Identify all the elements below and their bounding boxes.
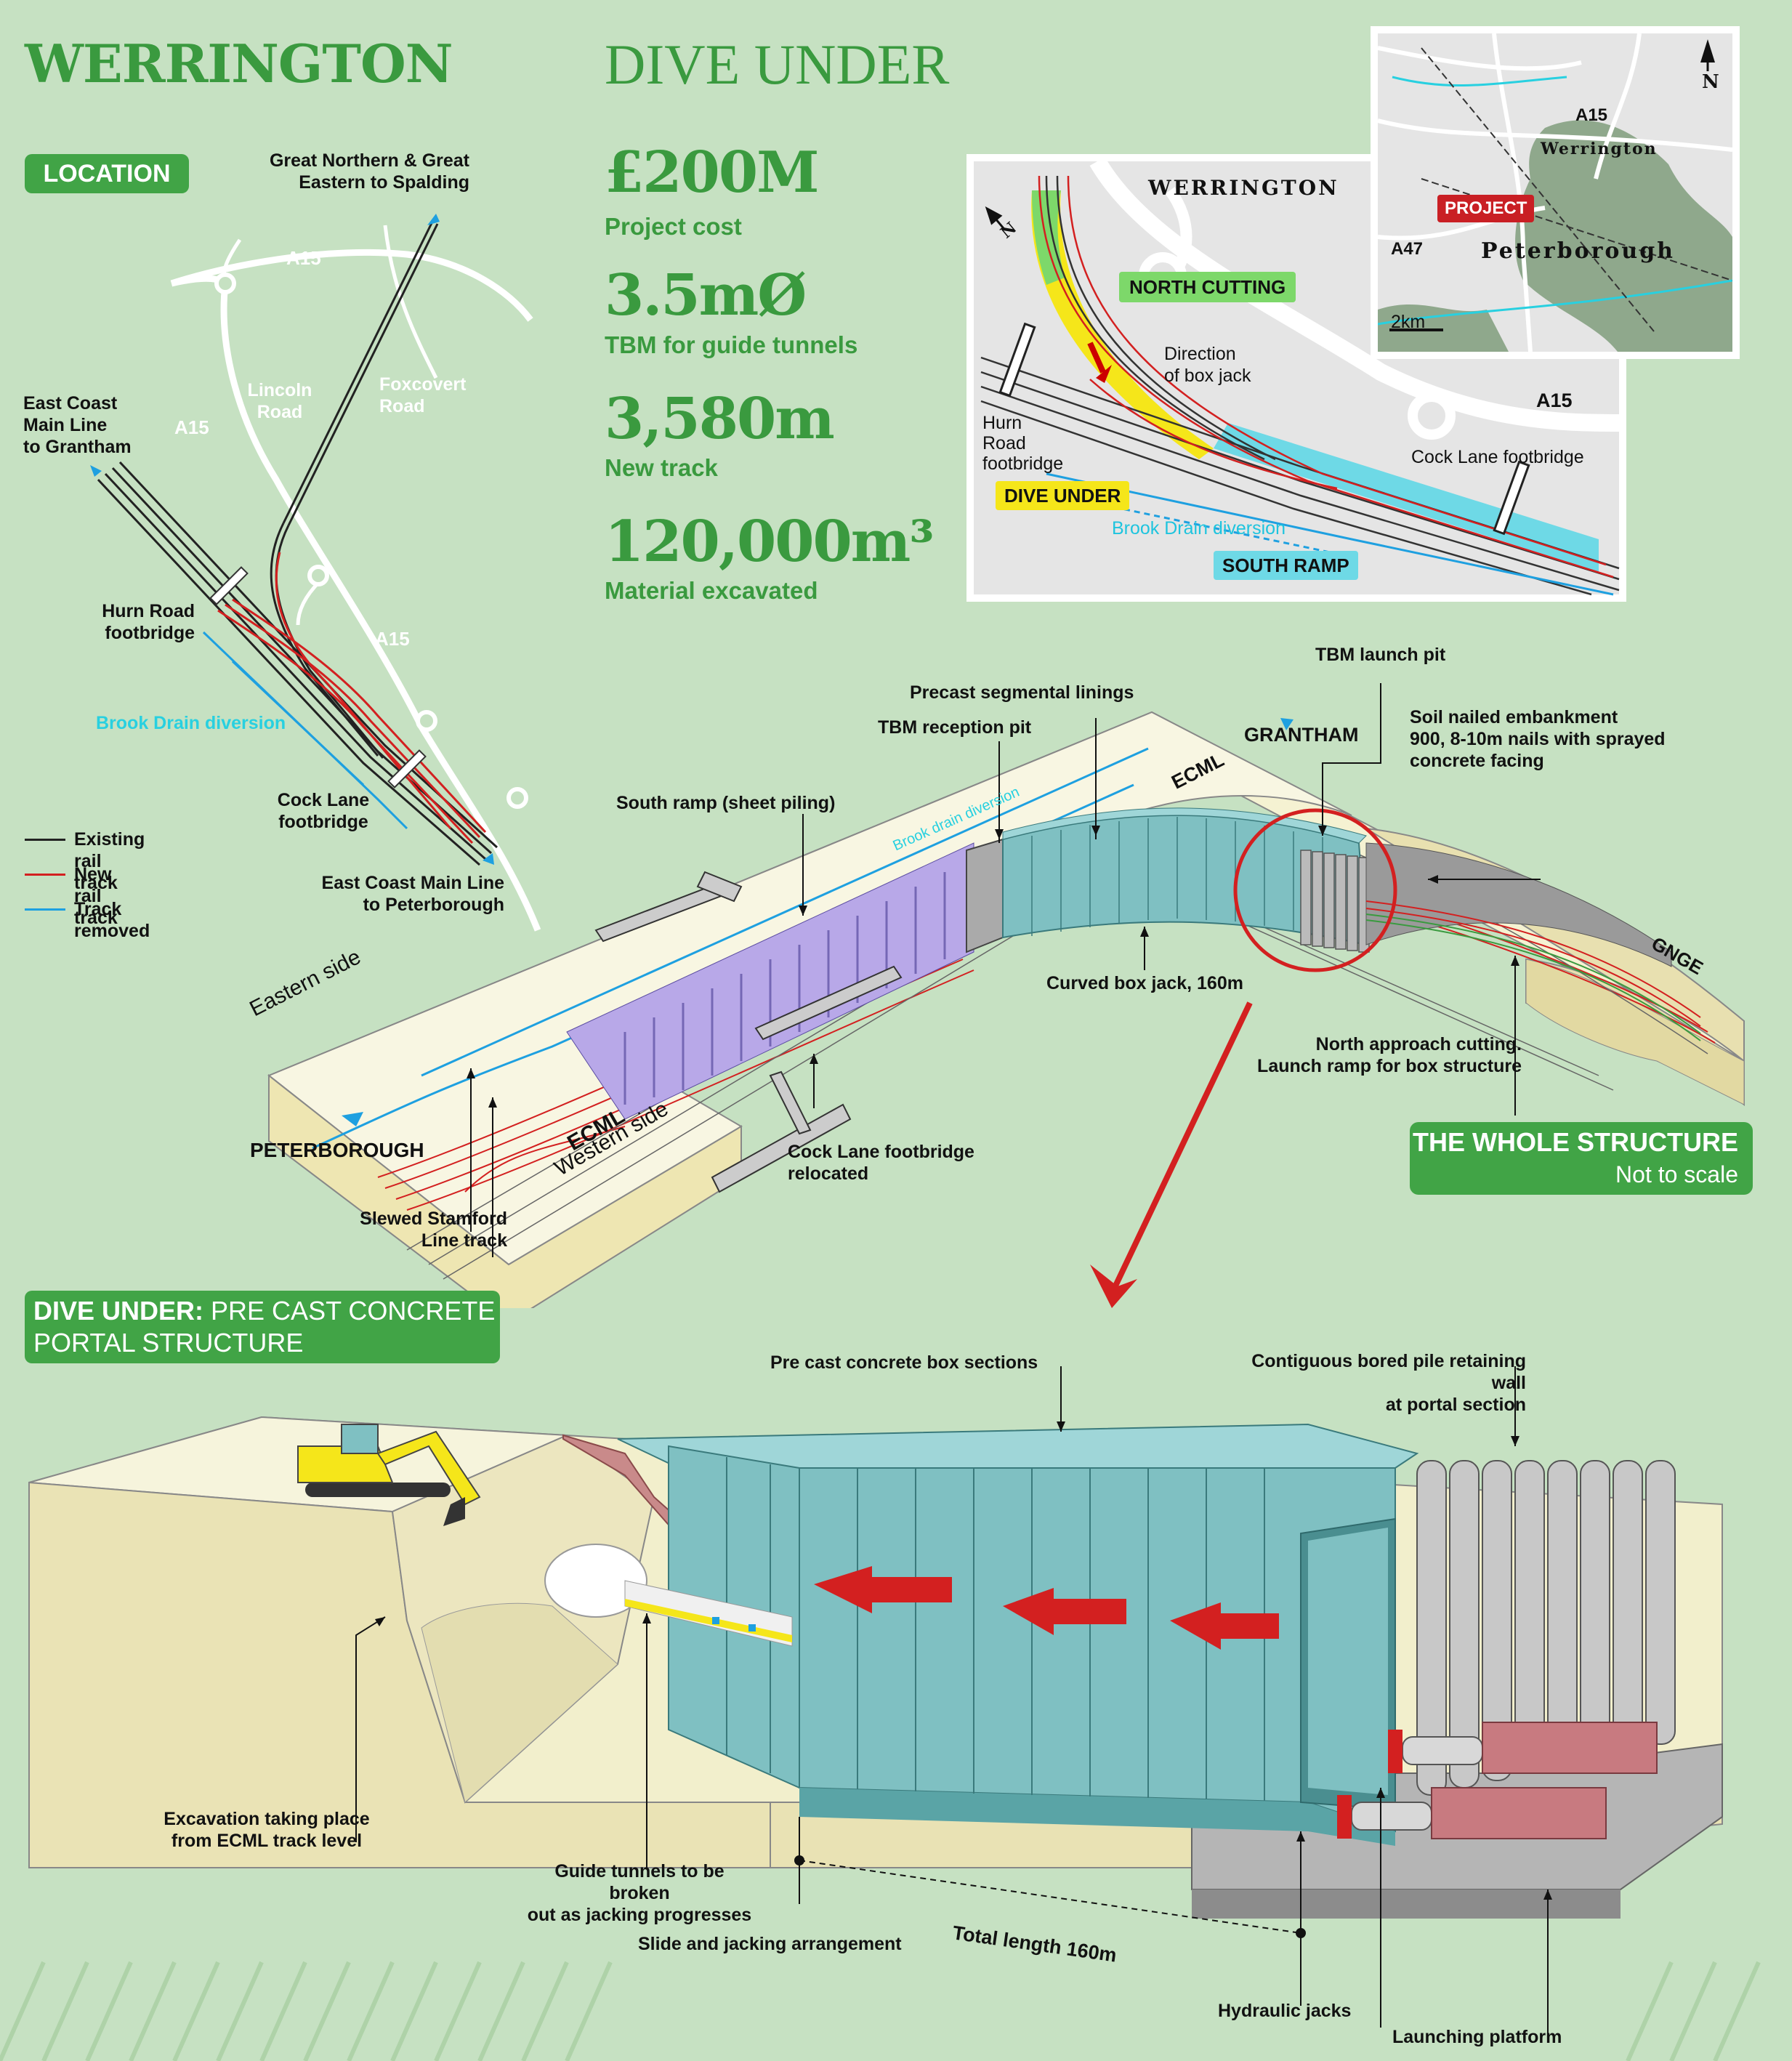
- label-north-approach: North approach cutting. Launch ramp for …: [1257, 1034, 1522, 1076]
- label-slewed-stamford: Slewed Stamford Line track: [360, 1209, 507, 1251]
- north-arrow-icon: [985, 206, 1005, 230]
- label-a15-top: A15: [286, 247, 321, 269]
- inset-peterborough: Peterborough: [1481, 238, 1675, 264]
- label-a15-left: A15: [174, 416, 209, 438]
- label-brook-drain: Brook Drain diversion: [96, 713, 286, 733]
- site-north-cutting: NORTH CUTTING: [1119, 272, 1296, 302]
- label-pile-wall: Contiguous bored pile retaining wall at …: [1251, 1351, 1526, 1415]
- site-werrington: WERRINGTON: [1148, 176, 1339, 200]
- portal-badge: DIVE UNDER: PRE CAST CONCRETE PORTAL STR…: [25, 1291, 500, 1363]
- site-brook-drain: Brook Drain diversion: [1112, 518, 1286, 539]
- label-a15-bottom: A15: [375, 628, 410, 650]
- legend-label-new: New rail track: [74, 864, 118, 928]
- label-slide-jacking: Slide and jacking arrangement: [638, 1934, 902, 1954]
- portal-title-bold: DIVE UNDER:: [33, 1296, 204, 1326]
- inset-werrington: Werrington: [1541, 140, 1658, 158]
- site-map: [974, 161, 1620, 596]
- label-precast-linings: Precast segmental linings: [910, 682, 1134, 703]
- inset-project-badge: PROJECT: [1437, 195, 1535, 222]
- inset-map: [1378, 33, 1732, 352]
- legend-swatch-new: [25, 874, 65, 876]
- site-a15: A15: [1536, 390, 1573, 411]
- legend-label-existing: Existing rail track: [74, 829, 145, 893]
- label-box-sections: Pre cast concrete box sections: [770, 1352, 1038, 1373]
- label-gn-ge: Great Northern & Great Eastern to Spaldi…: [269, 150, 469, 193]
- inset-north-letter: N: [1702, 71, 1719, 93]
- label-foxcovert-road: Foxcovert Road: [379, 374, 467, 416]
- legend-swatch-removed: [25, 908, 65, 911]
- label-cock-lane: Cock Lane footbridge: [277, 790, 370, 832]
- stat-cost-label: Project cost: [605, 213, 742, 240]
- whole-structure-title: THE WHOLE STRUCTURE: [1413, 1127, 1738, 1157]
- label-hydraulic-jacks: Hydraulic jacks: [1218, 2001, 1352, 2021]
- stat-tbm-value: 3.5mØ: [605, 262, 807, 328]
- location-map: [90, 214, 541, 932]
- label-soil-nailed: Soil nailed embankment 900, 8-10m nails …: [1410, 707, 1666, 771]
- stat-material-value: 120,000m³: [605, 509, 934, 575]
- inset-a15: A15: [1575, 105, 1608, 125]
- label-launching-platform: Launching platform: [1392, 2027, 1562, 2047]
- site-south-ramp: SOUTH RAMP: [1214, 551, 1358, 580]
- site-hurn-road: Hurn Road footbridge: [982, 413, 1064, 474]
- location-badge: LOCATION: [25, 154, 189, 193]
- label-excavation: Excavation taking place from ECML track …: [164, 1809, 370, 1851]
- stat-material-label: Material excavated: [605, 577, 818, 604]
- stat-tbm-label: TBM for guide tunnels: [605, 331, 858, 358]
- label-lincoln-road: Lincoln Road: [247, 380, 312, 422]
- label-south-ramp: South ramp (sheet piling): [616, 793, 836, 813]
- label-peterborough: PETERBOROUGH: [250, 1139, 424, 1161]
- stat-track-label: New track: [605, 454, 718, 481]
- label-cock-lane-relocated: Cock Lane footbridge relocated: [788, 1142, 974, 1184]
- label-curved-box-jack: Curved box jack, 160m: [1046, 973, 1243, 993]
- label-tbm-launch: TBM launch pit: [1315, 645, 1446, 665]
- label-ecml-peterborough: East Coast Main Line to Peterborough: [321, 873, 504, 915]
- label-ecml-grantham: East Coast Main Line to Grantham: [23, 393, 132, 457]
- stat-track-value: 3,580m: [605, 386, 835, 452]
- label-grantham: GRANTHAM: [1244, 724, 1359, 746]
- site-cock-lane: Cock Lane footbridge: [1411, 447, 1584, 467]
- site-direction: Direction of box jack: [1164, 344, 1251, 386]
- site-map-frame: WERRINGTON N NORTH CUTTING Direction of …: [966, 154, 1626, 602]
- legend-label-removed: Track removed: [74, 899, 150, 941]
- legend-swatch-existing: [25, 839, 65, 841]
- inset-map-frame: A15 Werrington PROJECT A47 Peterborough …: [1371, 26, 1740, 359]
- inset-a47: A47: [1391, 239, 1424, 259]
- whole-structure-badge: THE WHOLE STRUCTURE Not to scale: [1410, 1122, 1753, 1195]
- whole-structure-diagram: [267, 683, 1745, 1308]
- label-tbm-reception: TBM reception pit: [878, 717, 1032, 738]
- north-arrow-icon: [1700, 39, 1715, 71]
- portal-title: DIVE UNDER: PRE CAST CONCRETE PORTAL STR…: [33, 1295, 495, 1359]
- portal-diagram: [0, 1366, 1761, 2061]
- sheet-piling: [566, 842, 974, 1120]
- site-dive-under: DIVE UNDER: [996, 481, 1130, 510]
- label-hurn-road: Hurn Road footbridge: [102, 601, 195, 643]
- title-werrington: WERRINGTON: [25, 33, 453, 94]
- title-dive-under: DIVE UNDER: [605, 33, 950, 96]
- portal-title-rest: PRE CAST CONCRETE PORTAL STRUCTURE: [33, 1296, 496, 1358]
- inset-scale: 2km: [1391, 312, 1426, 332]
- label-guide-tunnels: Guide tunnels to be broken out as jackin…: [527, 1861, 752, 1925]
- whole-structure-subtitle: Not to scale: [1615, 1161, 1738, 1187]
- stat-cost-value: £200M: [605, 140, 819, 206]
- excavator-icon: [297, 1424, 481, 1526]
